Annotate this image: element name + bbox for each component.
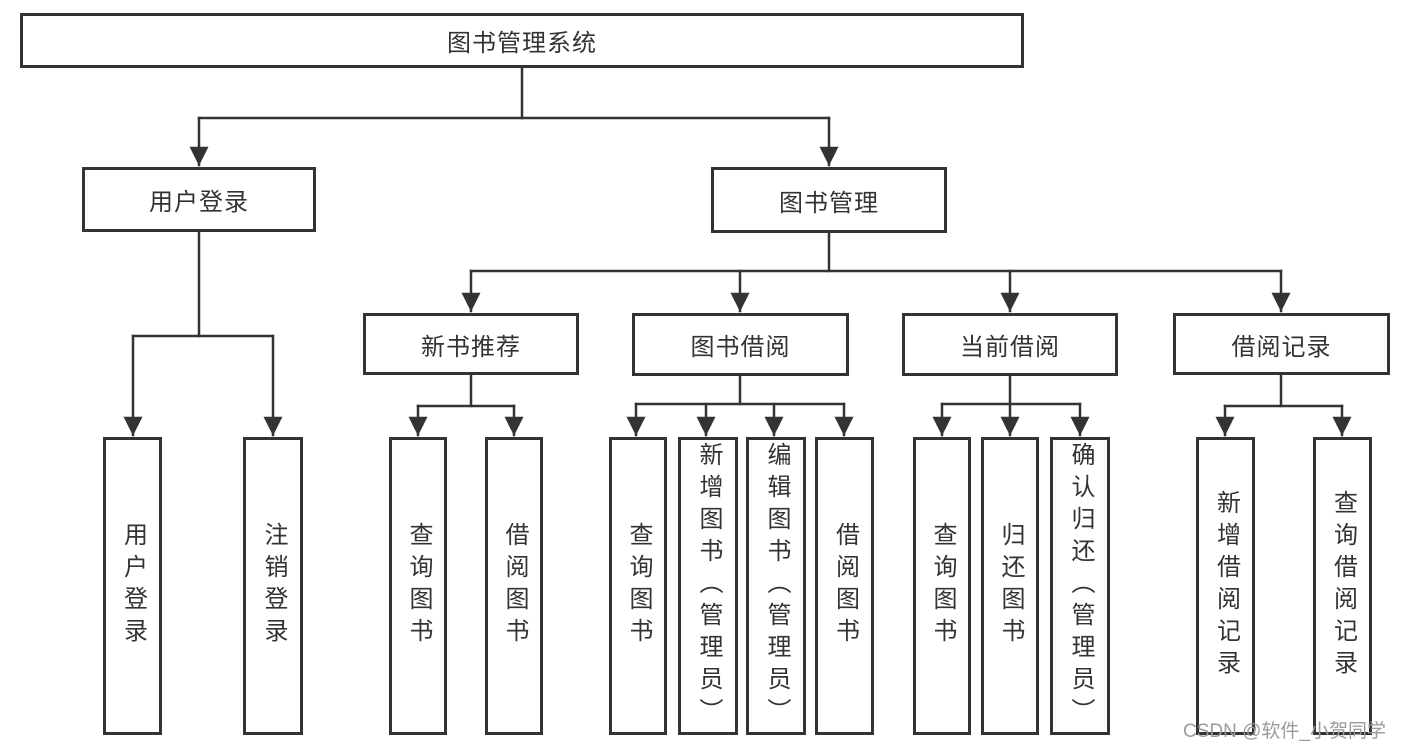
node-new-book-recommend: 新书推荐 [363, 313, 579, 375]
node-label: 借阅记录 [1231, 333, 1332, 361]
leaf-add-book-admin: 新增图书（管理员） [678, 437, 738, 735]
leaf-query-books-current: 查询图书 [913, 437, 971, 735]
leaf-label: 查询借阅记录 [1329, 490, 1357, 682]
node-book-management: 图书管理 [711, 167, 947, 233]
leaf-label: 新增图书（管理员） [695, 442, 722, 730]
node-label: 当前借阅 [960, 334, 1060, 361]
leaf-label: 确认归还（管理员） [1067, 442, 1094, 730]
leaf-return-book: 归还图书 [981, 437, 1039, 735]
leaf-label: 新增借阅记录 [1212, 490, 1240, 682]
leaf-label: 查询图书 [405, 522, 432, 650]
leaf-label: 借阅图书 [501, 522, 528, 650]
node-label: 图书管理系统 [447, 30, 597, 57]
node-borrow-records: 借阅记录 [1173, 313, 1390, 375]
leaf-label: 归还图书 [997, 522, 1024, 650]
node-book-borrow: 图书借阅 [632, 313, 849, 376]
leaf-user-login: 用户登录 [103, 437, 162, 735]
leaf-query-books-recommend: 查询图书 [389, 437, 447, 735]
leaf-add-borrow-record: 新增借阅记录 [1196, 437, 1255, 735]
leaf-query-books-borrow: 查询图书 [609, 437, 667, 735]
node-user-login: 用户登录 [82, 167, 316, 232]
leaf-label: 注销登录 [260, 522, 287, 650]
leaf-confirm-return-admin: 确认归还（管理员） [1050, 437, 1110, 735]
csdn-watermark: CSDN @软件_小贺同学 [1183, 721, 1386, 742]
leaf-borrow-books-recommend: 借阅图书 [485, 437, 543, 735]
leaf-label: 借阅图书 [831, 522, 859, 650]
node-label: 图书管理 [779, 189, 879, 217]
leaf-borrow-books: 借阅图书 [815, 437, 874, 735]
leaf-edit-book-admin: 编辑图书（管理员） [746, 437, 806, 735]
node-label: 图书借阅 [690, 334, 791, 361]
node-label: 新书推荐 [421, 333, 521, 361]
leaf-query-borrow-record: 查询借阅记录 [1313, 437, 1372, 735]
leaf-label: 用户登录 [119, 522, 147, 650]
node-library-system: 图书管理系统 [20, 13, 1024, 68]
leaf-logout: 注销登录 [243, 437, 303, 735]
leaf-label: 查询图书 [929, 522, 956, 650]
node-current-borrow: 当前借阅 [902, 313, 1118, 376]
node-label: 用户登录 [149, 189, 249, 216]
leaf-label: 查询图书 [625, 522, 652, 650]
leaf-label: 编辑图书（管理员） [763, 442, 790, 730]
